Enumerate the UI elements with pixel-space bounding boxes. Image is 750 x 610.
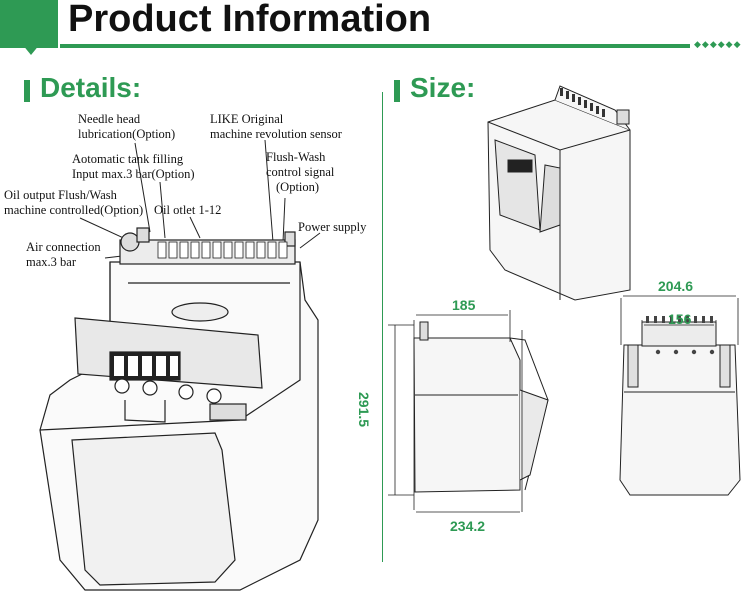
side-view: [413, 321, 549, 493]
size-heading-bar: [394, 80, 400, 102]
dim-height: 291.5: [356, 392, 372, 428]
oil-outlet-row: [157, 241, 288, 259]
dim-depth: 185: [452, 297, 476, 313]
header-dots: ◆◆◆◆◆◆: [694, 40, 742, 50]
display-digits: [114, 356, 178, 376]
section-divider: [382, 92, 383, 562]
side-dimension-lines: [388, 310, 523, 513]
details-heading: Details:: [40, 72, 142, 103]
front-pins: [646, 316, 715, 355]
callout-lines: [79, 139, 321, 259]
size-heading: Size:: [410, 72, 476, 103]
dim-depth-total: 234.2: [450, 518, 486, 534]
header-badge-notch: [22, 44, 40, 55]
front-dimension-lines: [620, 295, 739, 345]
iso-view: [487, 85, 631, 301]
details-heading-bar: [24, 80, 30, 102]
label-power-supply: Power supply: [298, 220, 367, 234]
page-title: Product Information: [68, 0, 432, 40]
label-oil-outlet: Oil otlet 1-12: [154, 203, 222, 217]
header-rule: [60, 44, 690, 48]
front-view: [619, 321, 741, 496]
dim-width: 204.6: [658, 278, 694, 294]
header-badge: [0, 0, 58, 48]
iso-terminals: [560, 88, 605, 117]
dim-inner-width: 156: [668, 311, 692, 327]
